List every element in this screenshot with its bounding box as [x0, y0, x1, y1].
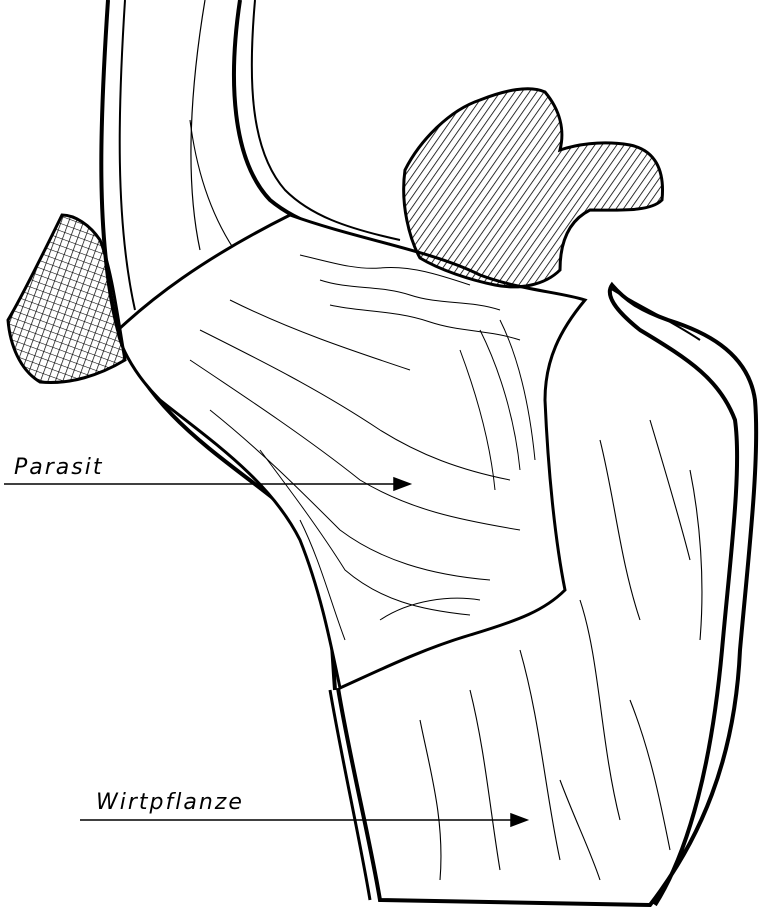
parasite-left-lobe — [8, 215, 125, 383]
bark-flap — [404, 89, 663, 287]
host-label: Wirtpflanze — [96, 790, 244, 815]
parasite-label: Parasit — [14, 455, 103, 480]
